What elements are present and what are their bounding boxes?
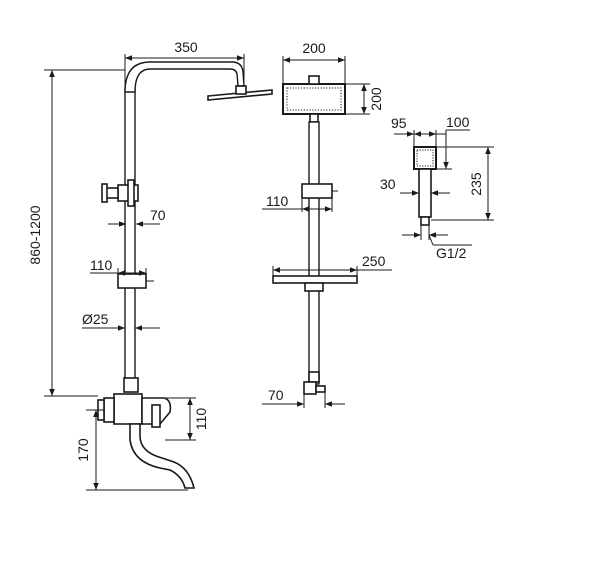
mixer-flange (103, 397, 115, 423)
diverter-knob (101, 183, 108, 203)
dim-spout-height: 110 (193, 408, 209, 431)
dim-hand-length: 235 (468, 172, 484, 196)
dim-arm-width: 350 (174, 39, 198, 55)
slider-block (301, 183, 333, 199)
dim-bar-diameter: Ø25 (82, 311, 109, 327)
head-nozzles (286, 87, 342, 111)
head-joint (235, 85, 247, 95)
head-top-joint (308, 75, 320, 85)
dim-total-height: 860-1200 (27, 205, 43, 264)
overhead-arm (124, 61, 245, 93)
outlet-nut (308, 371, 320, 383)
outlet-elbow (303, 381, 317, 395)
diverter-stem (105, 187, 119, 199)
side-view: 350 860-1200 70 110 Ø25 110 170 (27, 39, 273, 491)
dim-shelf-width: 250 (362, 253, 386, 269)
flat-head-side (207, 89, 273, 101)
shelf (272, 275, 358, 284)
shelf-clamp (304, 282, 324, 292)
hand-shower-view: 95 100 30 235 G1/2 (380, 114, 494, 261)
dim-valve-offset: 70 (150, 207, 166, 223)
front-riser (308, 121, 320, 385)
dim-hand-head: 100 (446, 114, 470, 130)
hand-thread (420, 216, 430, 226)
hand-nozzles (416, 149, 434, 167)
riser-pipe (124, 87, 136, 387)
dim-head-height: 200 (368, 87, 384, 111)
front-view: 200 200 110 250 70 (262, 40, 392, 408)
lever-handle (151, 404, 161, 428)
dim-slider-width: 110 (266, 193, 289, 209)
dim-hand-width: 95 (391, 115, 407, 131)
bottom-connector (123, 377, 139, 393)
mixer-body (113, 393, 143, 425)
dim-head-width: 200 (302, 40, 326, 56)
bath-spout (129, 423, 196, 489)
holder-left (117, 273, 147, 289)
dim-hand-grip: 30 (380, 176, 396, 192)
head-neck (309, 113, 319, 123)
outlet-stub (315, 385, 326, 393)
dim-holder-width: 110 (90, 257, 113, 273)
diverter-collar (127, 179, 135, 207)
dim-thread: G1/2 (436, 245, 467, 261)
dim-mixer-height: 170 (75, 438, 91, 462)
dim-outlet-offset: 70 (268, 387, 284, 403)
hand-grip (418, 168, 432, 218)
